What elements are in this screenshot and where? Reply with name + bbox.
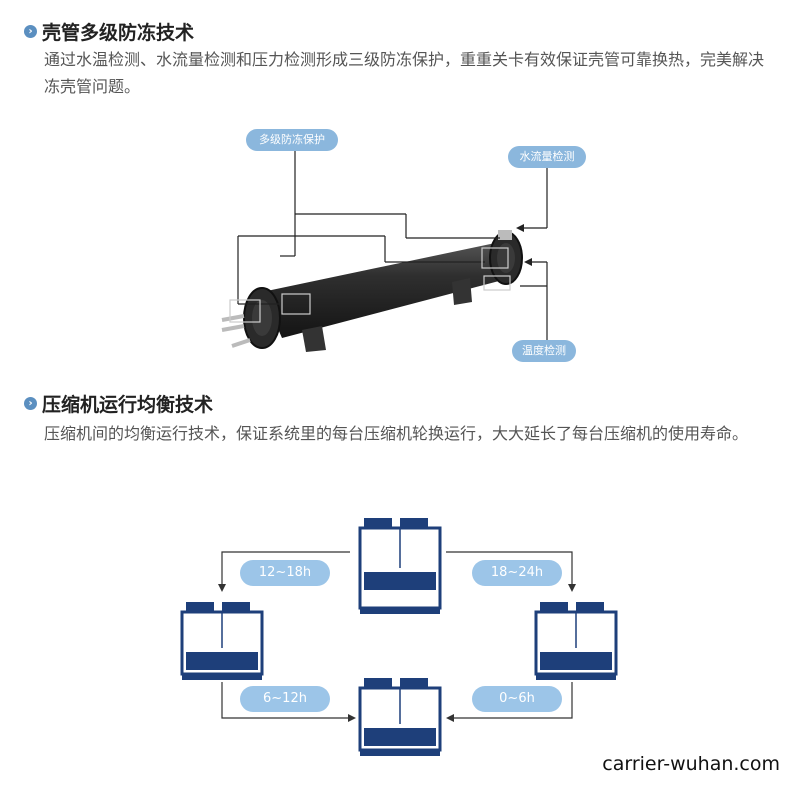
cycle-label-6-12: 6~12h: [240, 686, 330, 712]
flow-detect-label: 水流量检测: [508, 146, 586, 168]
flow-sensor: [498, 230, 512, 240]
arrow-head-icon: [218, 584, 226, 592]
cycle-arrows: [221, 551, 573, 719]
compressor-unit-bottom: [358, 678, 442, 756]
section2-body: 压缩机间的均衡运行技术，保证系统里的每台压缩机轮换运行，大大延长了每台压缩机的使…: [44, 424, 749, 443]
compressor-unit-right: [534, 602, 618, 680]
arrow-head-icon: [348, 714, 356, 722]
chevron-bullet-icon: ›: [24, 25, 37, 38]
section2-title: › 压缩机运行均衡技术: [24, 390, 213, 417]
tube-body: [262, 242, 518, 338]
arrow-head-icon: [516, 224, 524, 232]
section1-title: › 壳管多级防冻技术: [24, 18, 194, 45]
cycle-label-18-24: 18~24h: [472, 560, 562, 586]
section2-title-text: 压缩机运行均衡技术: [42, 394, 214, 416]
tube-leg: [302, 326, 326, 352]
temp-detect-label: 温度检测: [512, 340, 576, 362]
multi-level-label: 多级防冻保护: [246, 129, 338, 151]
cycle-label-0-6: 0~6h: [472, 686, 562, 712]
callout-lines-flow: [520, 164, 548, 229]
section1-body: 通过水温检测、水流量检测和压力检测形成三级防冻保护，重重关卡有效保证壳管可靠换热…: [44, 50, 765, 96]
arrow-head-icon: [446, 714, 454, 722]
section1-title-text: 壳管多级防冻技术: [42, 22, 195, 44]
right-flange-inner: [497, 243, 515, 273]
sensor-boxes: [229, 247, 511, 323]
compressor-unit-top: [358, 518, 442, 614]
tube-leg: [452, 278, 472, 305]
left-flange-inner: [252, 300, 272, 336]
callout-lines-temp: [520, 261, 548, 340]
arrow-head-icon: [568, 584, 576, 592]
compressor-unit-left: [180, 602, 264, 680]
chevron-bullet-icon: ›: [24, 397, 37, 410]
cycle-label-12-18: 12~18h: [240, 560, 330, 586]
arrow-head-icon: [524, 258, 532, 266]
watermark: carrier-wuhan.com: [602, 753, 780, 775]
left-pipes: [221, 314, 251, 348]
